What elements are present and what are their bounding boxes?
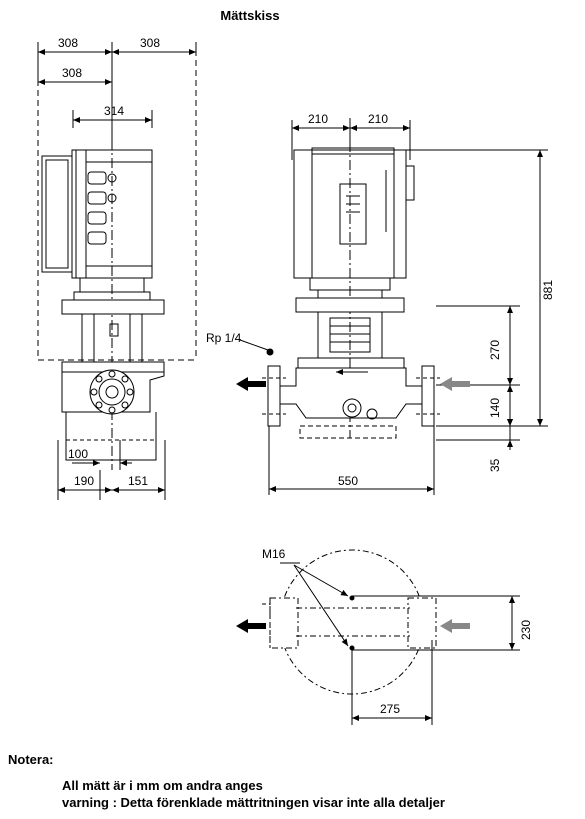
dim-total-height: 881: [541, 280, 555, 300]
note-line-warning: varning : Detta förenklade mättritningen…: [62, 795, 445, 810]
dim-plan-length: 275: [380, 702, 400, 716]
dim-plan-width: 230: [519, 620, 533, 640]
dim-motor-left: 210: [308, 112, 328, 126]
dim-base-height: 35: [488, 458, 502, 472]
dim-top-right: 308: [140, 36, 160, 50]
plan-view: [262, 549, 520, 725]
dim-base-right: 151: [128, 474, 148, 488]
dim-lower-height: 140: [488, 398, 502, 418]
dim-flange-small: 100: [68, 447, 88, 461]
side-view: [239, 118, 548, 495]
flow-arrows-plan: [236, 619, 470, 633]
dim-motor-width: 314: [104, 104, 124, 118]
dim-second-left: 308: [62, 66, 82, 80]
dim-base-left: 190: [74, 474, 94, 488]
port-label: Rp 1/4: [206, 331, 242, 345]
note-line-units: All mätt är i mm om andra anges: [62, 778, 263, 793]
page-title: Mättskiss: [220, 8, 280, 23]
front-view: [37, 42, 197, 500]
dim-top-left: 308: [58, 36, 78, 50]
notes-heading: Notera:: [8, 752, 54, 767]
dim-length: 550: [338, 474, 358, 488]
flow-arrows-side: [236, 377, 470, 391]
dim-motor-right: 210: [368, 112, 388, 126]
dim-upper-height: 270: [488, 340, 502, 360]
bolt-label: M16: [262, 547, 286, 561]
